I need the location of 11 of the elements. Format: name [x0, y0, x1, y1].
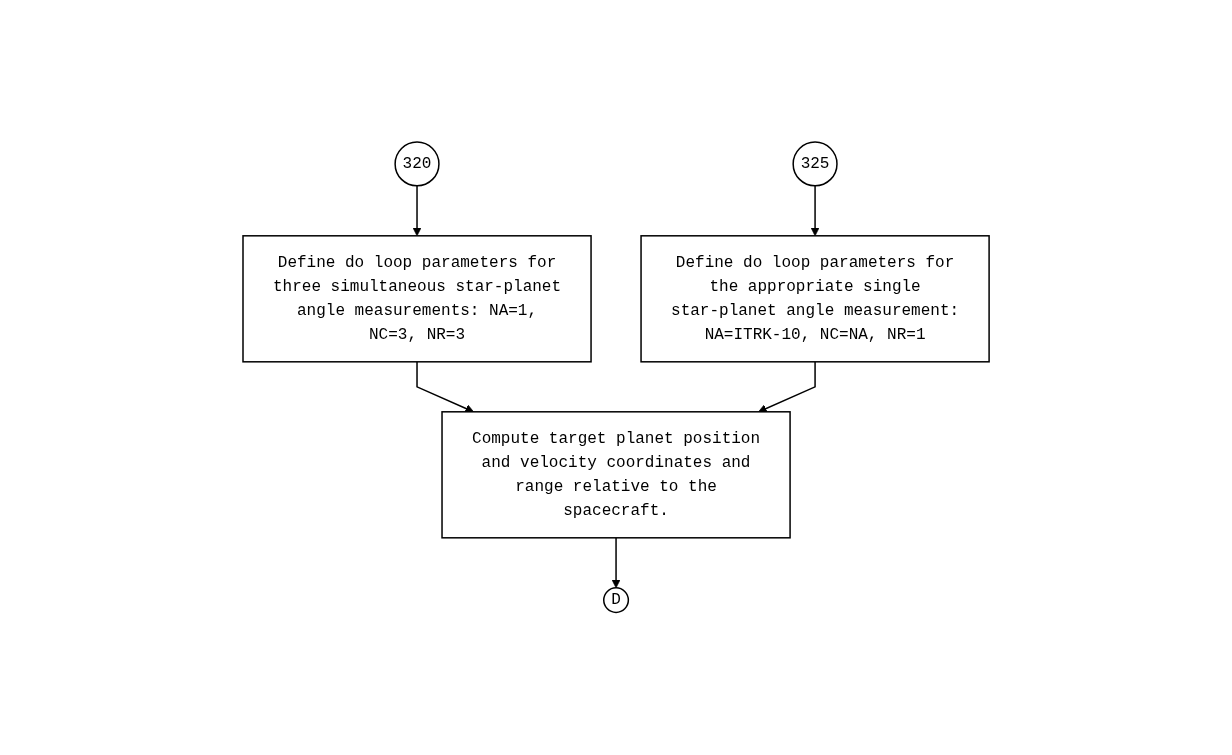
node-circle: D: [602, 587, 630, 614]
arrow: [416, 361, 474, 413]
node-box: Compute target planet position and velocity coordinates and range relative to the spacecraft.: [441, 411, 791, 539]
node-circle: 325: [792, 141, 838, 187]
arrow: [810, 185, 820, 237]
node-circle: 320: [394, 141, 440, 187]
arrow: [412, 185, 422, 237]
arrow: [758, 361, 816, 413]
node-box: Define do loop parameters for the appropriate single star-planet angle measurement: NA=ITRK-10, NC=NA, NR=1: [640, 235, 990, 363]
node-box: Define do loop parameters for three simultaneous star-planet angle measurements: NA=1, NC=3, NR=3: [242, 235, 592, 363]
arrow: [611, 537, 621, 589]
